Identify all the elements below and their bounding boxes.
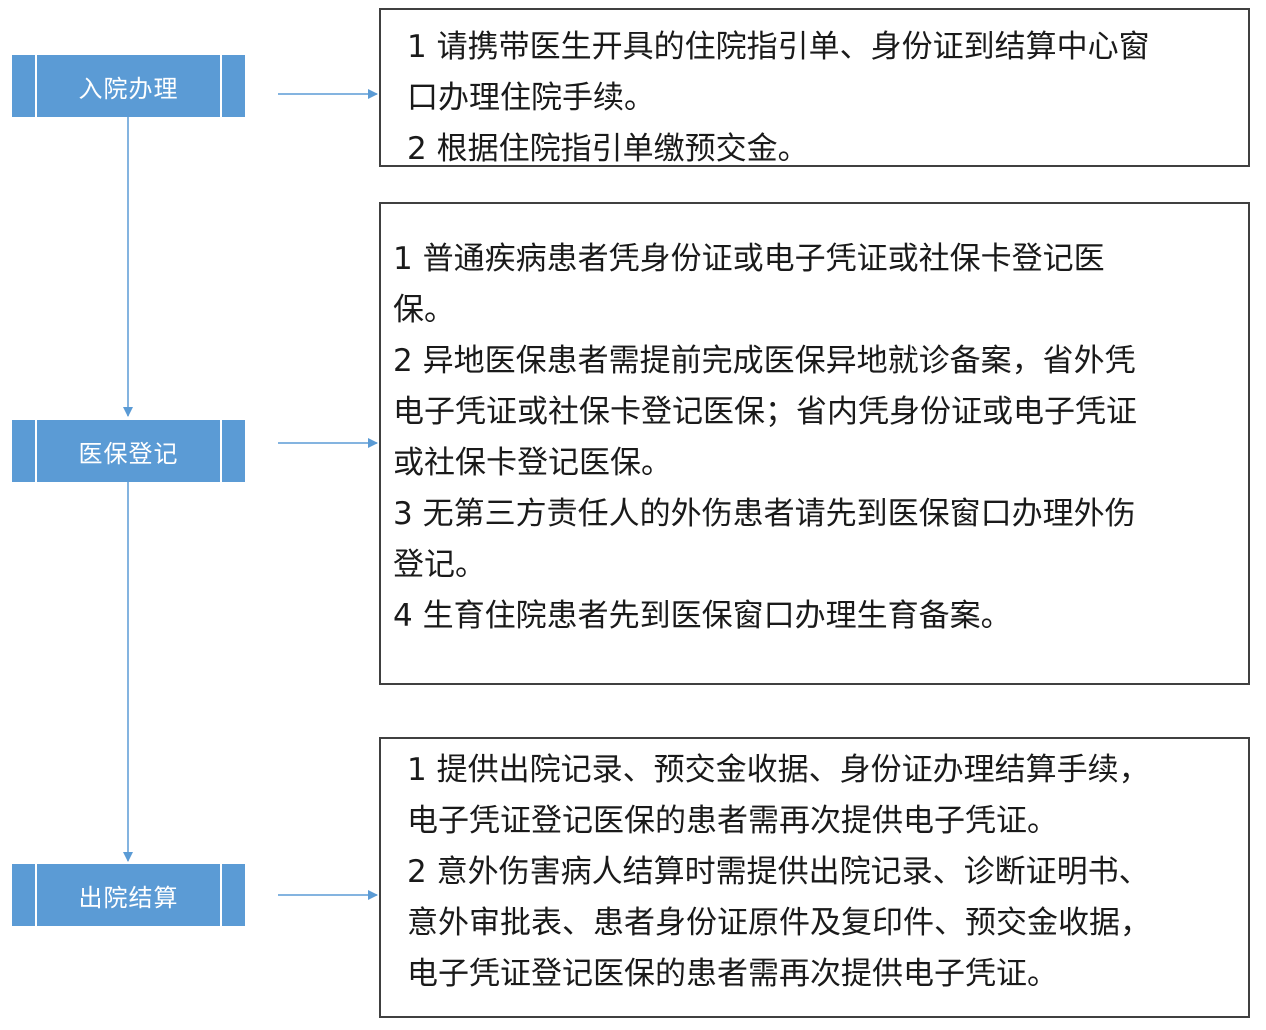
detail-line: 4 生育住院患者先到医保窗口办理生育备案。 xyxy=(393,598,1012,634)
detail-line: 2 意外伤害病人结算时需提供出院记录、诊断证明书、 xyxy=(407,854,1150,890)
step-label: 入院办理 xyxy=(78,74,179,103)
detail-line: 登记。 xyxy=(393,547,486,583)
step-divider-left xyxy=(35,55,37,117)
step-divider-left xyxy=(35,420,37,482)
detail-line: 口办理住院手续。 xyxy=(407,80,655,116)
insurance-details-box: 1 普通疾病患者凭身份证或电子凭证或社保卡登记医 保。 2 异地医保患者需提前完… xyxy=(379,202,1250,685)
detail-line: 1 普通疾病患者凭身份证或电子凭证或社保卡登记医 xyxy=(393,241,1105,277)
step-admission: 入院办理 xyxy=(12,55,245,117)
detail-line: 电子凭证登记医保的患者需再次提供电子凭证。 xyxy=(407,956,1058,992)
detail-line: 1 请携带医生开具的住院指引单、身份证到结算中心窗 xyxy=(407,29,1150,65)
detail-line: 电子凭证或社保卡登记医保；省内凭身份证或电子凭证 xyxy=(393,394,1137,430)
detail-line: 3 无第三方责任人的外伤患者请先到医保窗口办理外伤 xyxy=(393,496,1136,532)
step-divider-right xyxy=(220,420,222,482)
step-label: 医保登记 xyxy=(78,439,179,468)
step-insurance-registration: 医保登记 xyxy=(12,420,245,482)
discharge-details-box: 1 提供出院记录、预交金收据、身份证办理结算手续， 电子凭证登记医保的患者需再次… xyxy=(379,737,1250,1018)
step-divider-right xyxy=(220,864,222,926)
detail-line: 2 根据住院指引单缴预交金。 xyxy=(407,131,809,167)
step-divider-left xyxy=(35,864,37,926)
detail-line: 保。 xyxy=(393,292,455,328)
step-label: 出院结算 xyxy=(78,883,179,912)
detail-line: 电子凭证登记医保的患者需再次提供电子凭证。 xyxy=(407,803,1058,839)
detail-line: 2 异地医保患者需提前完成医保异地就诊备案，省外凭 xyxy=(393,343,1136,379)
step-divider-right xyxy=(220,55,222,117)
detail-line: 1 提供出院记录、预交金收据、身份证办理结算手续， xyxy=(407,752,1150,788)
detail-line: 或社保卡登记医保。 xyxy=(393,445,672,481)
admission-details-box: 1 请携带医生开具的住院指引单、身份证到结算中心窗 口办理住院手续。 2 根据住… xyxy=(379,8,1250,167)
detail-line: 意外审批表、患者身份证原件及复印件、预交金收据， xyxy=(407,905,1151,941)
step-discharge-settlement: 出院结算 xyxy=(12,864,245,926)
